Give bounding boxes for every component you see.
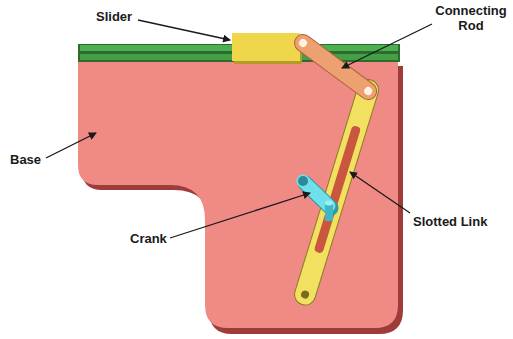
crank bbox=[298, 176, 333, 221]
part-label: Connecting Rod bbox=[433, 4, 509, 34]
leader-lines bbox=[46, 20, 432, 238]
part-label: Crank bbox=[130, 232, 167, 247]
connecting-rod bbox=[290, 30, 380, 103]
part-label: Base bbox=[10, 153, 41, 168]
slotted-link bbox=[291, 76, 381, 308]
part-label: Slider bbox=[96, 10, 132, 25]
base-plate bbox=[78, 62, 398, 328]
slider-block bbox=[232, 33, 300, 61]
part-label: Slotted Link bbox=[413, 215, 487, 230]
